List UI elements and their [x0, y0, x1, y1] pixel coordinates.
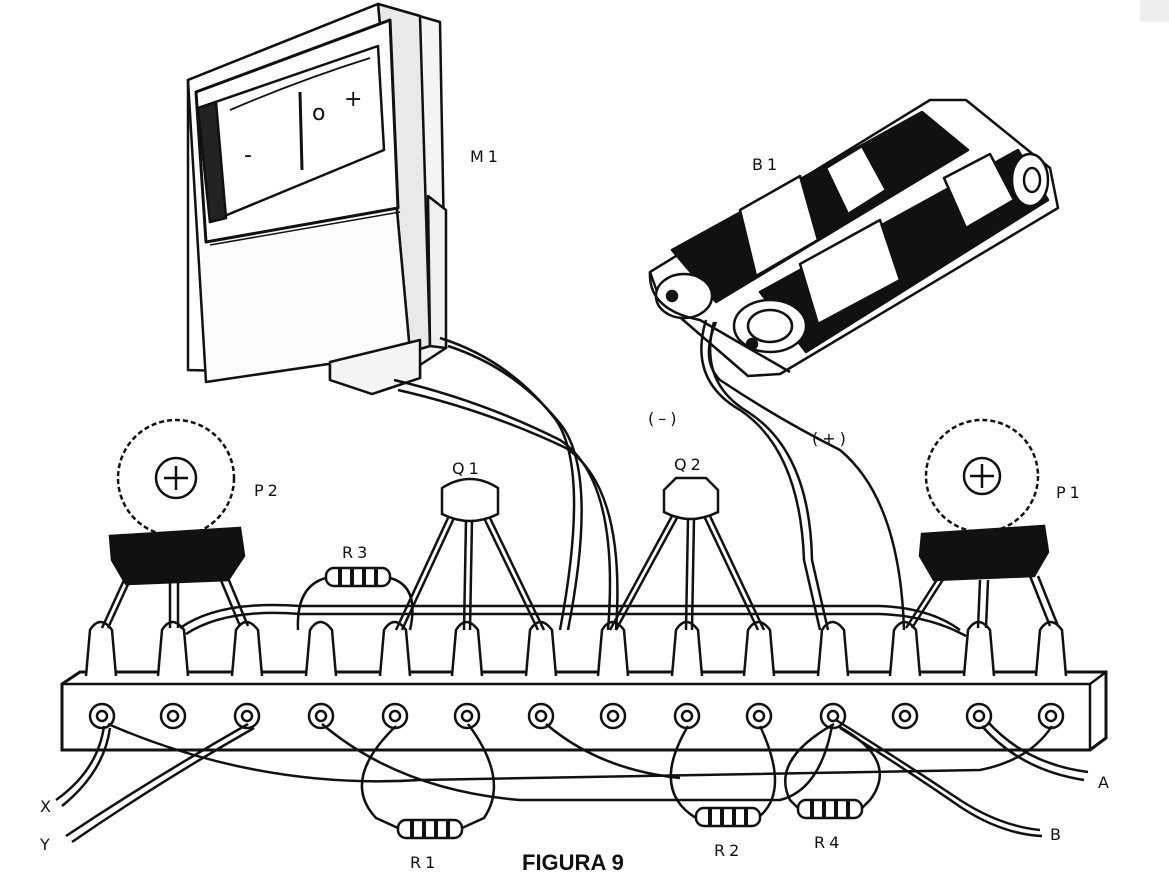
wires-top	[179, 319, 967, 638]
terminal-b-label: B	[1050, 825, 1065, 844]
terminal-y-label: Y	[39, 835, 54, 854]
transistor-q2-label: Q2	[674, 455, 705, 474]
figure-caption: FIGURA 9	[522, 850, 624, 875]
battery-holder-b1	[648, 98, 1060, 378]
potentiometer-p1	[904, 418, 1060, 629]
solder-lugs	[84, 620, 1068, 677]
meter-scale-plus: +	[344, 87, 362, 112]
terminal-x-label: X	[40, 797, 55, 816]
meter-scale-zero: o	[312, 101, 325, 126]
transistor-q1	[394, 477, 546, 631]
terminal-screws	[88, 702, 1065, 730]
terminal-a-label: A	[1098, 773, 1113, 792]
resistor-r4-label: R4	[814, 833, 843, 852]
meter-label: M1	[470, 147, 502, 166]
resistor-r1	[396, 818, 464, 840]
wires-bottom	[55, 718, 1089, 844]
pot-left-label: P2	[254, 481, 282, 500]
battery-positive-label: (+)	[812, 429, 850, 448]
resistor-r3	[296, 566, 414, 631]
transistor-q2	[608, 476, 766, 631]
battery-negative-label: (–)	[648, 409, 680, 428]
transistor-q1-label: Q1	[452, 459, 483, 478]
meter-scale-minus: -	[244, 143, 252, 168]
resistor-r3-label: R3	[342, 543, 371, 562]
potentiometer-p2	[100, 418, 250, 629]
resistor-r2-label: R2	[714, 841, 743, 860]
terminal-strip	[60, 670, 1108, 752]
pot-right-label: P1	[1056, 483, 1084, 502]
battery-label: B1	[752, 155, 781, 174]
meter-m1	[186, 2, 448, 396]
resistor-r2	[694, 806, 762, 828]
resistor-r4	[796, 798, 864, 820]
resistor-r1-label: R1	[410, 853, 439, 872]
